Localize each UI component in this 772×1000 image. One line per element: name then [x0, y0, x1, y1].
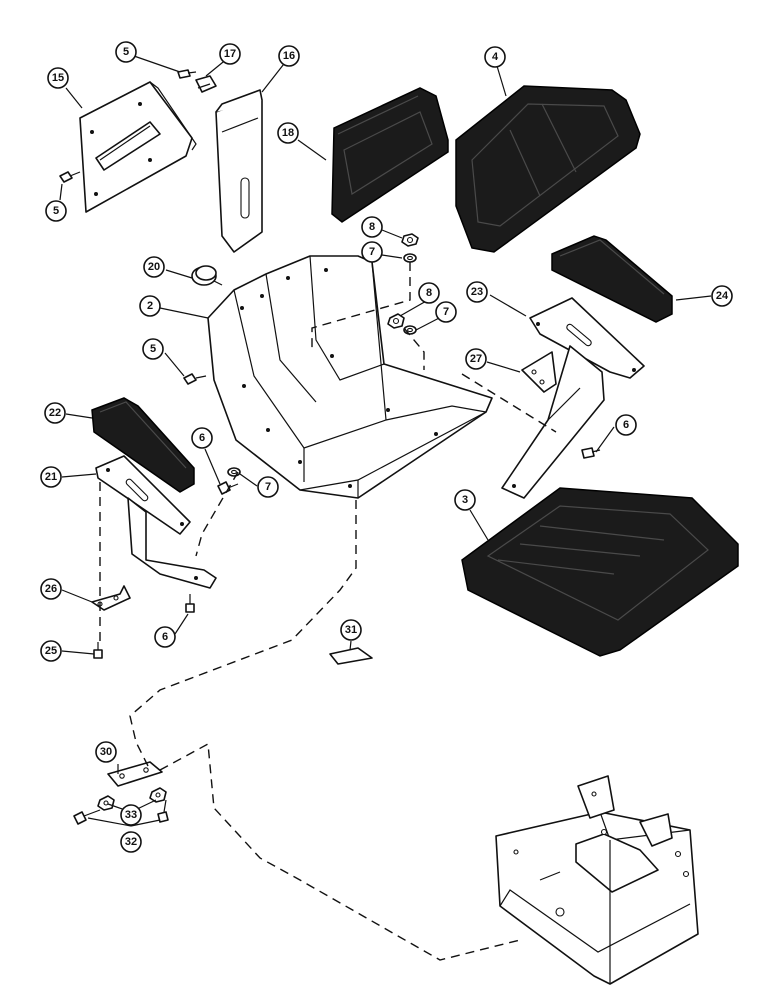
callout-7-left: 7	[257, 476, 279, 498]
callout-8: 8	[361, 216, 383, 238]
svg-text:4: 4	[492, 51, 499, 63]
part-17-clip	[195, 75, 217, 93]
callout-6-right: 6	[615, 414, 637, 436]
part-24-right-armrest-pad	[551, 235, 673, 323]
callout-8-right: 8	[418, 282, 440, 304]
assembly-dashed-lines	[99, 262, 557, 961]
callout-7: 7	[361, 241, 383, 263]
part-32-bolt-second	[157, 799, 169, 823]
svg-text:2: 2	[147, 300, 153, 312]
svg-text:6: 6	[162, 631, 168, 643]
part-7-washer-left	[227, 467, 241, 477]
part-5-screw-middle	[183, 373, 207, 385]
svg-text:21: 21	[45, 471, 57, 483]
part-33-nut-second	[149, 787, 167, 803]
callout-3: 3	[454, 489, 476, 511]
callout-21: 21	[40, 466, 62, 488]
svg-text:20: 20	[148, 261, 160, 273]
svg-text:16: 16	[283, 50, 295, 62]
svg-text:7: 7	[265, 481, 271, 493]
callout-5-left: 5	[45, 200, 67, 222]
svg-text:8: 8	[369, 221, 375, 233]
svg-text:5: 5	[53, 205, 59, 217]
part-32-bolt	[73, 809, 101, 825]
part-26-small-bracket	[91, 585, 131, 611]
svg-text:23: 23	[471, 286, 483, 298]
part-18-backrest-pad	[331, 87, 449, 223]
part-3-seat-cushion	[461, 487, 739, 657]
part-7-washer	[403, 253, 417, 263]
seat-support-base	[495, 775, 699, 985]
callout-7-right: 7	[435, 301, 457, 323]
callout-25: 25	[40, 640, 62, 662]
part-33-nut	[97, 795, 115, 811]
svg-text:30: 30	[100, 746, 112, 758]
svg-text:22: 22	[49, 407, 61, 419]
svg-text:18: 18	[282, 127, 294, 139]
callout-33: 33	[120, 804, 142, 826]
callout-leader-lines	[59, 55, 712, 827]
svg-text:33: 33	[125, 809, 137, 821]
callout-17: 17	[219, 43, 241, 65]
callout-31: 31	[340, 619, 362, 641]
svg-text:7: 7	[443, 306, 449, 318]
svg-text:6: 6	[199, 432, 205, 444]
part-15-side-panel	[79, 81, 197, 213]
callout-30: 30	[95, 741, 117, 763]
part-4-back-cushion	[455, 85, 641, 253]
svg-text:7: 7	[369, 246, 375, 258]
part-27-mounting-bracket	[521, 351, 557, 393]
part-30-mount-plate	[107, 761, 163, 787]
svg-text:6: 6	[623, 419, 629, 431]
svg-text:5: 5	[123, 46, 129, 58]
callout-15: 15	[47, 67, 69, 89]
svg-text:5: 5	[150, 343, 156, 355]
part-16-bracket-plate	[215, 89, 263, 253]
part-21-left-arm-bracket	[95, 455, 217, 589]
callout-18: 18	[277, 122, 299, 144]
part-8-nut	[401, 233, 419, 247]
callout-26: 26	[40, 578, 62, 600]
svg-text:25: 25	[45, 645, 57, 657]
svg-text:8: 8	[426, 287, 432, 299]
part-22-left-armrest-pad	[91, 397, 195, 493]
svg-text:3: 3	[462, 494, 468, 506]
callout-32: 32	[120, 831, 142, 853]
svg-text:24: 24	[716, 290, 729, 302]
part-8-nut-right	[387, 313, 405, 329]
svg-text:17: 17	[224, 48, 236, 60]
part-31-clip	[329, 647, 373, 665]
part-25-screw	[93, 642, 103, 659]
callout-16: 16	[278, 45, 300, 67]
callout-20: 20	[143, 256, 165, 278]
callout-5-middle: 5	[142, 338, 164, 360]
callout-6-lower: 6	[154, 626, 176, 648]
part-20-knob	[191, 265, 223, 286]
callout-2: 2	[139, 295, 161, 317]
callout-27: 27	[465, 348, 487, 370]
svg-text:15: 15	[52, 72, 64, 84]
callout-23: 23	[466, 281, 488, 303]
callout-5: 5	[115, 41, 137, 63]
part-23-right-arm-bracket	[501, 297, 645, 499]
callout-24: 24	[711, 285, 733, 307]
callout-22: 22	[44, 402, 66, 424]
svg-text:31: 31	[345, 624, 357, 636]
callout-4: 4	[484, 46, 506, 68]
part-2-seat-pan	[207, 255, 493, 499]
part-5-screw	[177, 69, 197, 79]
svg-text:27: 27	[470, 353, 482, 365]
part-5-screw-left	[59, 171, 81, 183]
callout-6: 6	[191, 427, 213, 449]
svg-text:26: 26	[45, 583, 57, 595]
part-6-bolt-lower	[185, 594, 195, 613]
svg-text:32: 32	[125, 836, 137, 848]
